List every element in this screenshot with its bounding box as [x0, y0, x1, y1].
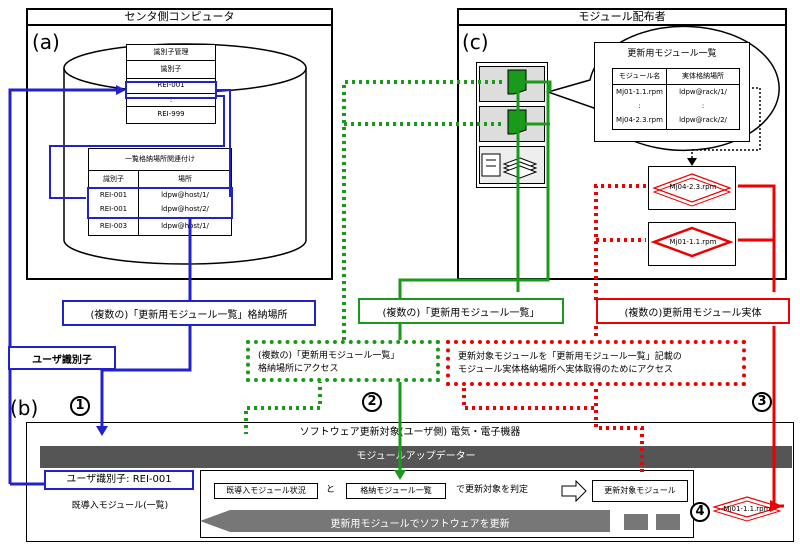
update-arrow	[200, 510, 680, 532]
target-module-label: 更新対象モジュール	[604, 486, 676, 495]
final-entity-label: Mj01-1.1.rpm	[723, 505, 771, 513]
update-text: 更新用モジュールでソフトウェアを更新	[330, 519, 510, 530]
label-b: (b)	[10, 396, 39, 420]
step-2-badge: 2	[362, 392, 382, 412]
step-3-badge: 3	[752, 392, 772, 412]
location-row-id: REI-001	[89, 203, 139, 217]
module-distributor-title: モジュール配布者	[459, 10, 785, 26]
installed-status-label: 既導入モジュール状況	[226, 486, 306, 495]
module-list-row-place: ldpw@rack/1/	[679, 88, 727, 96]
id-row: REI-999	[157, 110, 185, 118]
module-entity-label: (複数の)更新用モジュール実体	[596, 298, 790, 324]
access-entity-line1: 更新対象モジュールを「更新用モジュール一覧」記載の	[458, 352, 682, 362]
user-id-value: ユーザ識別子: REI-001	[66, 474, 172, 485]
location-header-id: 識別子	[89, 171, 139, 189]
module-list-row-name: :	[613, 101, 667, 113]
user-id-box: ユーザ識別子: REI-001	[44, 470, 194, 490]
module-list-row-name: Mj04-2.3.rpm	[613, 113, 667, 129]
module-updater-bar: モジュールアップデーター	[40, 446, 792, 468]
stored-list-label: 格納モジュール一覧	[360, 486, 432, 495]
user-id-label: ユーザ識別子	[8, 346, 116, 370]
document-stack-icon	[481, 153, 538, 179]
access-entity-line2: モジュール実体格納場所へ実体取得のためにアクセス	[458, 365, 673, 375]
access-entity-note: 更新対象モジュールを「更新用モジュール一覧」記載の モジュール実体格納場所へ実体…	[446, 340, 746, 386]
module-updater-title: モジュールアップデーター	[356, 451, 476, 462]
location-header-place: 場所	[139, 171, 231, 189]
id-row: REI-001	[157, 81, 185, 89]
judge-arrow	[561, 480, 587, 502]
stored-list-box: 格納モジュール一覧	[346, 483, 446, 499]
judge-text: で更新対象を判定	[456, 485, 529, 495]
module-list-row-name: Mj01-1.1.rpm	[613, 85, 667, 101]
id-table-title: 識別子管理	[127, 45, 215, 61]
installed-module-list: 既導入モジュール(一覧)	[71, 501, 169, 511]
rack-icons	[481, 69, 538, 179]
location-row-id: REI-001	[89, 189, 139, 203]
step-1-badge: 1	[70, 396, 90, 416]
access-list-line2: 格納場所にアクセス	[258, 364, 339, 374]
module-list-row-place: :	[701, 102, 705, 110]
module-list-table: モジュール名 実体格納場所 Mj01-1.1.rpm ldpw@rack/1/ …	[612, 68, 740, 130]
entity-diamonds	[650, 173, 734, 258]
module-list-title: 更新用モジュール一覧	[627, 49, 717, 59]
red-dotted-access	[462, 388, 598, 410]
installed-status-box: 既導入モジュール状況	[214, 483, 318, 499]
access-list-line1: (複数の)「更新用モジュール一覧」	[258, 351, 400, 361]
and-text: と	[326, 485, 336, 495]
module-list-label: (複数の)「更新用モジュール一覧」	[358, 298, 564, 324]
module-list-doc-icon	[507, 69, 527, 95]
label-a: (a)	[32, 30, 60, 54]
center-computer-title: センタ側コンピュータ	[28, 10, 331, 26]
blue-access-line	[100, 326, 192, 430]
entity-label-2: Mj01-1.1.rpm	[669, 238, 717, 246]
entity-label-1: Mj04-2.3.rpm	[669, 183, 717, 191]
location-table-title: 一覧格納場所関連付け	[89, 149, 231, 171]
id-management-table: 識別子管理 識別子 REI-001 : REI-999	[126, 44, 216, 124]
label-c: (c)	[462, 30, 489, 54]
location-table: 一覧格納場所関連付け 識別子 場所 REI-001 ldpw@host/1/ R…	[88, 148, 232, 236]
final-entity-diamond	[712, 496, 782, 522]
location-row-id: REI-003	[89, 217, 139, 235]
module-list-header-name: モジュール名	[613, 69, 667, 85]
module-list-row-place: ldpw@rack/2/	[679, 116, 727, 124]
target-module-box: 更新対象モジュール	[592, 480, 688, 502]
location-row-place: ldpw@host/1/	[161, 191, 209, 199]
step-4-badge: 4	[690, 502, 710, 522]
access-list-note: (複数の)「更新用モジュール一覧」 格納場所にアクセス	[246, 340, 440, 382]
module-list-doc-icon	[507, 109, 527, 135]
list-location-label: (複数の)「更新用モジュール一覧」格納場所	[62, 300, 316, 326]
module-list-header-place: 実体格納場所	[667, 69, 739, 85]
id-table-header: 識別子	[127, 61, 215, 79]
id-row: :	[127, 93, 215, 107]
location-row-place: ldpw@host/1/	[139, 217, 231, 235]
location-row-place: ldpw@host/2/	[161, 205, 209, 213]
user-device-title: ソフトウェア更新対象(ユーザ側) 電気・電子機器	[299, 427, 521, 438]
